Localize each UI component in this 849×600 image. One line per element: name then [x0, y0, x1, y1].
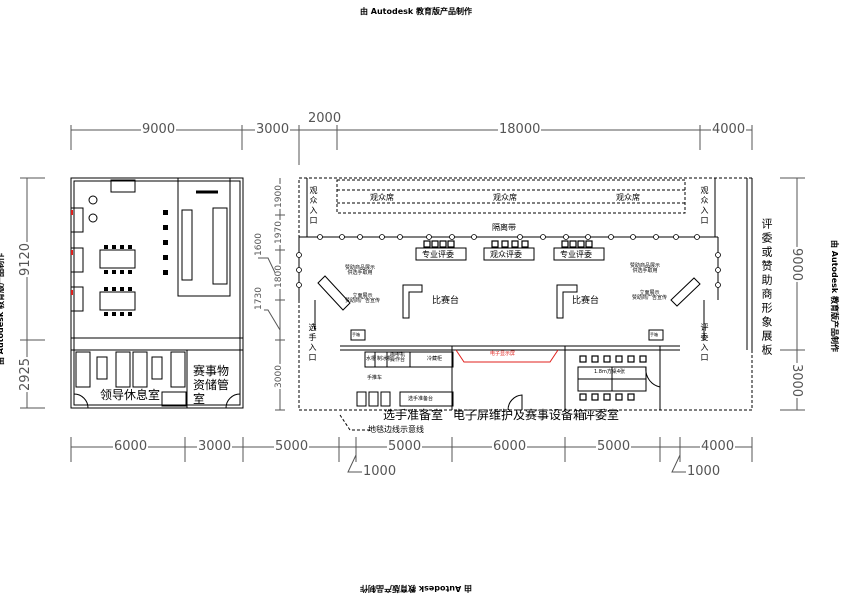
screen-label: 电子显示屏 [490, 351, 516, 357]
screen-outline [455, 349, 559, 363]
room-screen-maintenance: 电子屏维护及赛事设备箱 [453, 408, 586, 422]
audience-judges: 观众评委 [490, 250, 522, 259]
ice-machine-label: 制冰机 [377, 356, 393, 362]
dim-mid-1970: 1970 [273, 220, 284, 245]
player-entrance: 选手入口 [308, 323, 317, 363]
dim-top-18000: 18000 [498, 122, 542, 137]
room-judges: 评委室 [583, 408, 620, 422]
main-hall [298, 177, 753, 431]
dim-left-9120: 9120 [18, 241, 34, 278]
coffee-station-label: 咖啡机 操作台 [390, 352, 406, 363]
sponsor-goods-left: 赞助商品展示 供选手取用 [345, 265, 376, 276]
table-note: 1.8m方桌4张 [594, 369, 626, 375]
dim-bottom-6000-b: 6000 [492, 439, 528, 454]
dim-right-3000: 3000 [789, 362, 805, 399]
dim-mid-1900: 1900 [273, 184, 284, 209]
left-building-walls [70, 177, 244, 409]
audience-entrance-right: 观众入口 [700, 186, 709, 226]
red-marks-left [71, 210, 73, 295]
room-player-prep: 选手准备室 [383, 408, 444, 422]
extinguisher-right: 手箱 [650, 332, 658, 337]
dim-mid-1600: 1600 [253, 232, 264, 257]
dim-top-4000: 4000 [711, 122, 747, 137]
dim-bottom-6000: 6000 [113, 439, 149, 454]
dim-bottom-1000-b: 1000 [686, 464, 722, 479]
extinguisher-left: 手箱 [352, 332, 360, 337]
cart-label: 手推车 [367, 375, 383, 381]
dim-mid-3000: 3000 [273, 364, 284, 389]
watermark-top: 由 Autodesk 教育版产品制作 [360, 7, 473, 16]
dim-top-2000: 2000 [307, 111, 343, 126]
watermark-right: 由 Autodesk 教育版产品制作 [830, 239, 840, 353]
prep-table-label: 选手准备台 [408, 396, 434, 402]
audience-entrance-left: 观众入口 [309, 186, 318, 226]
stage-right: 比赛台 [572, 296, 600, 306]
barrier-label: 隔离带 [492, 223, 516, 232]
dim-bottom-5000-a: 5000 [274, 439, 310, 454]
judge-chairs [423, 240, 647, 401]
dim-bottom-5000-c: 5000 [596, 439, 632, 454]
watermark-left: 由 Autodesk 教育版产品制作 [0, 252, 6, 365]
judge-entrance: 评委入口 [700, 323, 709, 363]
dim-bottom-4000: 4000 [700, 439, 736, 454]
dim-right-9000: 9000 [789, 246, 805, 283]
chairs-left [104, 210, 168, 316]
sponsor-ad-right: 立面展示 赞助商广告宣传 [632, 290, 668, 301]
dim-bottom-3000: 3000 [197, 439, 233, 454]
room-storage: 赛事物资储管室 [193, 364, 230, 406]
dim-bottom-5000-b: 5000 [387, 439, 423, 454]
sponsor-goods-right: 赞助商品展示 供选手取用 [630, 263, 661, 274]
pro-judges-left: 专业评委 [422, 250, 454, 259]
watermark-bottom: 由 Autodesk 教育版产品制作 [360, 584, 473, 593]
dim-mid-1730: 1730 [253, 286, 264, 311]
pro-judges-right: 专业评委 [560, 250, 592, 259]
audience-seats-3: 观众席 [616, 193, 640, 202]
carpet-line-label: 地毯边线示意线 [368, 425, 424, 434]
dim-bottom-1000-a: 1000 [362, 464, 398, 479]
dim-mid-1800: 1800 [273, 264, 284, 289]
dim-top-9000: 9000 [141, 122, 177, 137]
sponsor-ad-left: 立面展示 赞助商广告宣传 [345, 293, 381, 304]
room-leader-lounge: 领导休息室 [100, 388, 161, 402]
dim-left-2925: 2925 [18, 356, 34, 393]
sign-board-label: 评委或赞助商形象展板 [760, 218, 773, 358]
fridge-label: 冷藏柜 [427, 356, 443, 362]
audience-seats-2: 观众席 [493, 193, 517, 202]
sink-label: 水槽 [366, 356, 377, 362]
dim-top-3000: 3000 [255, 122, 291, 137]
column-markers [296, 234, 721, 288]
audience-seats-1: 观众席 [370, 193, 394, 202]
stage-left: 比赛台 [432, 296, 460, 306]
